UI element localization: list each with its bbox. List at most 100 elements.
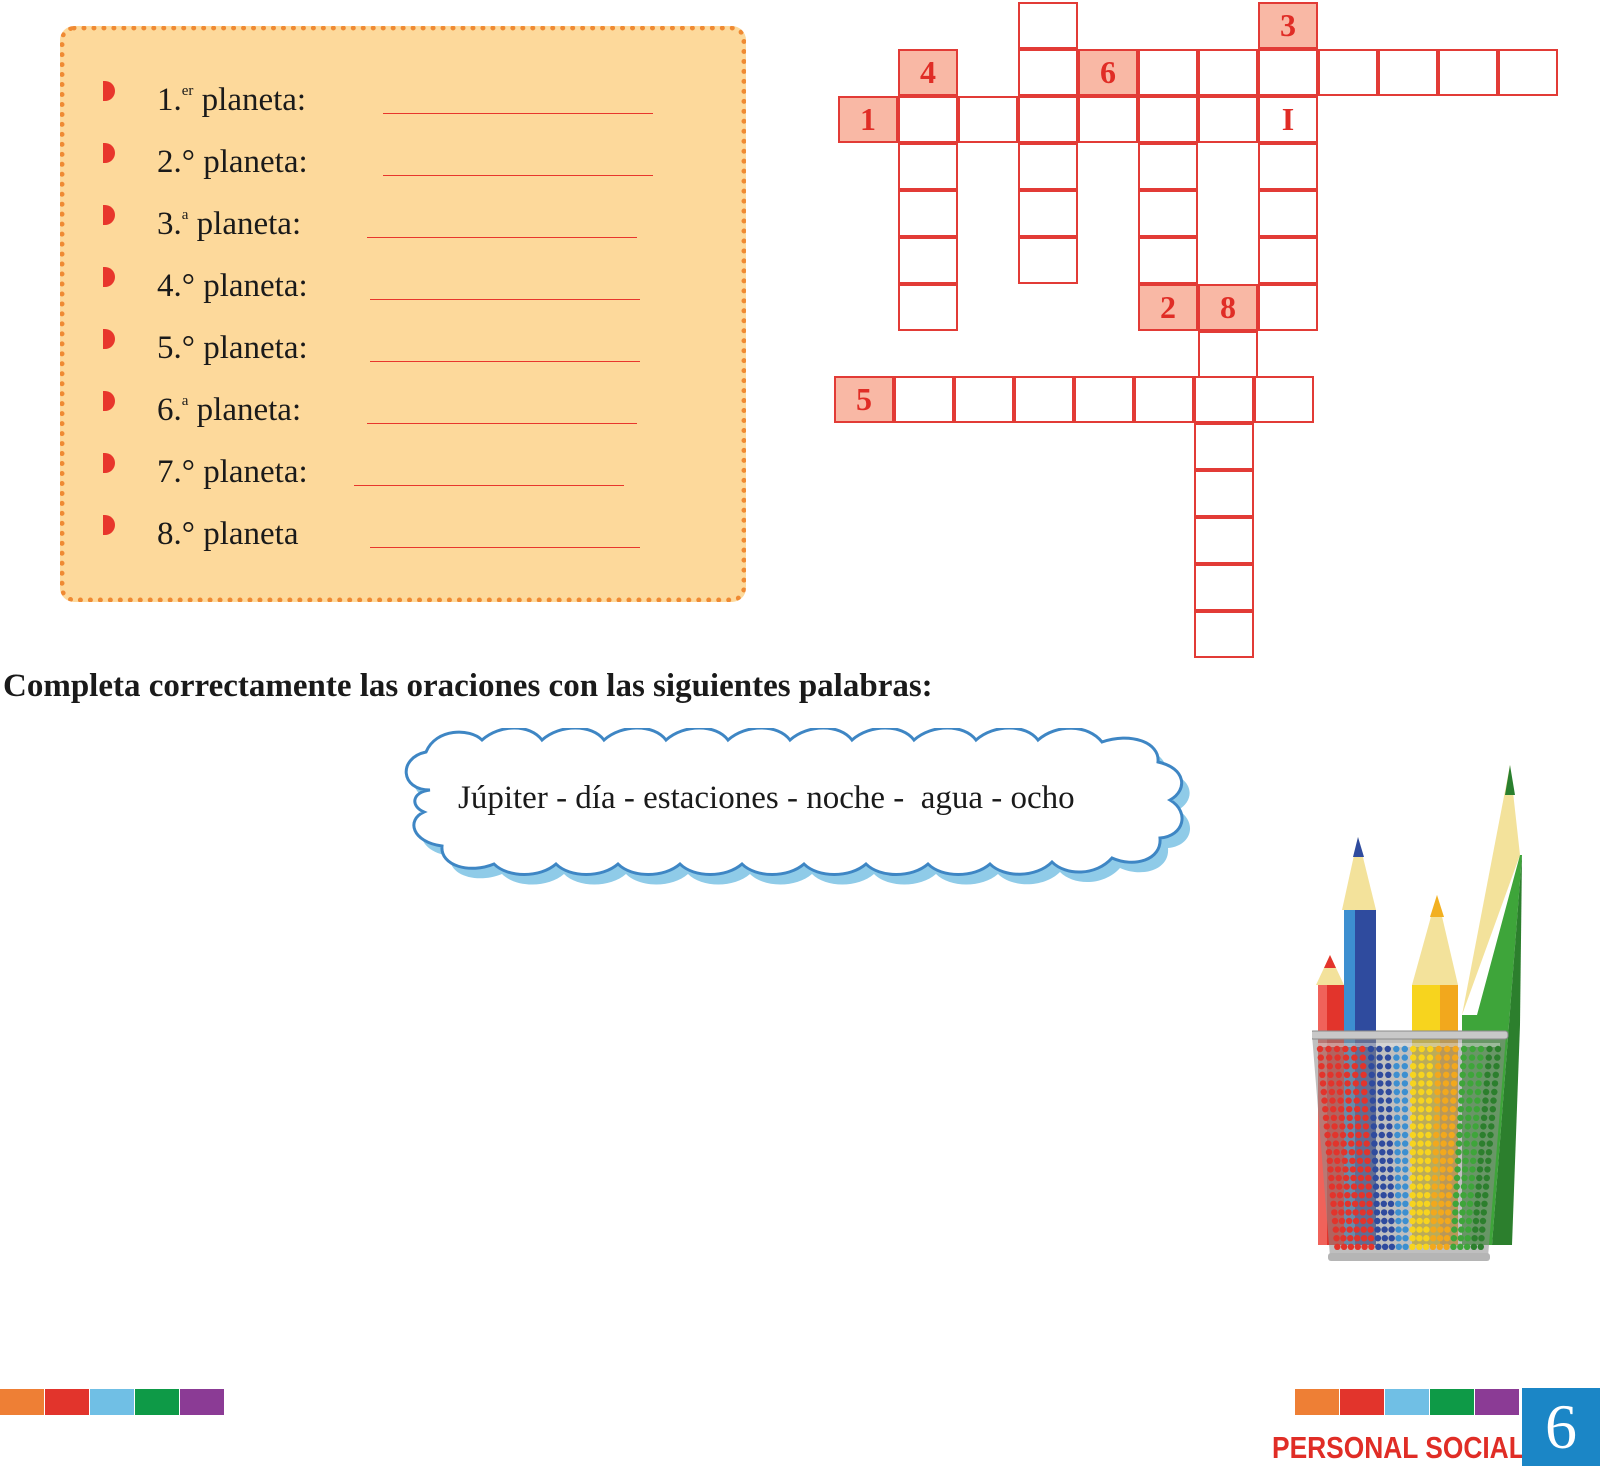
crossword-cell[interactable] <box>898 96 958 143</box>
crossword-cell[interactable] <box>1194 517 1254 564</box>
mesh-dot <box>1378 1140 1386 1147</box>
answer-line[interactable] <box>370 547 640 548</box>
crossword-cell[interactable] <box>1018 143 1078 190</box>
mesh-dot <box>1435 1054 1442 1061</box>
crossword-cell[interactable] <box>1018 96 1078 143</box>
crossword-cell[interactable] <box>1194 423 1254 470</box>
crossword-cell[interactable] <box>1018 237 1078 284</box>
mesh-dot <box>1402 1235 1409 1242</box>
crossword-cell[interactable] <box>1198 96 1258 143</box>
mesh-dot <box>1372 1166 1379 1173</box>
crossword-cell[interactable] <box>898 284 958 331</box>
crossword-cell[interactable] <box>1194 611 1254 658</box>
crossword-cell[interactable] <box>1078 96 1138 143</box>
clue-number-cell[interactable]: 6 <box>1078 49 1138 96</box>
crossword-cell[interactable] <box>1194 564 1254 611</box>
mesh-dot <box>1386 1114 1393 1121</box>
crossword-cell[interactable] <box>1198 331 1258 378</box>
mesh-dot <box>1452 1209 1459 1216</box>
mesh-dot <box>1377 1080 1384 1087</box>
page-number: 6 <box>1522 1388 1600 1466</box>
crossword-cell[interactable] <box>1258 143 1318 190</box>
mesh-dot <box>1387 1192 1394 1199</box>
crossword-cell[interactable] <box>1138 190 1198 237</box>
mesh-dot <box>1429 1243 1437 1250</box>
mesh-dot <box>1317 1054 1324 1061</box>
crossword-cell[interactable] <box>1198 49 1258 96</box>
crossword-cell[interactable] <box>898 143 958 190</box>
clue-number-cell[interactable]: 5 <box>834 376 894 423</box>
answer-line[interactable] <box>370 299 640 300</box>
mesh-dot <box>1481 1200 1488 1207</box>
clue-number-cell[interactable]: 1 <box>838 96 898 143</box>
mesh-dot <box>1393 1054 1400 1061</box>
mesh-dot <box>1443 1054 1450 1061</box>
crossword-cell[interactable] <box>1258 284 1318 331</box>
crossword-cell[interactable] <box>958 96 1018 143</box>
answer-line[interactable] <box>354 485 624 486</box>
mesh-dot <box>1478 1149 1485 1156</box>
mesh-dot <box>1435 1045 1442 1053</box>
crossword-cell[interactable] <box>1378 49 1438 96</box>
crossword-cell[interactable] <box>1134 376 1194 423</box>
mesh-dot <box>1422 1243 1430 1250</box>
crossword-cell[interactable] <box>1318 49 1378 96</box>
clue-number-cell[interactable]: 2 <box>1138 284 1198 331</box>
crossword-cell[interactable] <box>1254 376 1314 423</box>
mesh-dot <box>1435 1063 1442 1070</box>
mesh-dot <box>1379 1174 1387 1182</box>
crossword-cell[interactable] <box>1194 376 1254 423</box>
mesh-dot <box>1485 1054 1492 1061</box>
mesh-dot <box>1482 1097 1489 1104</box>
crossword-cell[interactable] <box>1438 49 1498 96</box>
crossword-cell[interactable] <box>1138 237 1198 284</box>
mesh-dot <box>1417 1114 1425 1121</box>
mesh-dot <box>1336 1080 1343 1087</box>
mesh-dot <box>1368 1063 1375 1070</box>
crossword-cell[interactable] <box>898 237 958 284</box>
crossword-cell[interactable] <box>898 190 958 237</box>
mesh-dot <box>1364 1157 1371 1164</box>
mesh-dot <box>1321 1097 1328 1104</box>
mesh-dot <box>1441 1123 1448 1130</box>
crossword-cell[interactable] <box>954 376 1014 423</box>
crossword-cell[interactable] <box>1138 143 1198 190</box>
answer-line[interactable] <box>367 237 637 238</box>
crossword-cell[interactable] <box>1014 376 1074 423</box>
crossword-cell[interactable] <box>1194 470 1254 517</box>
mesh-dot <box>1492 1071 1499 1078</box>
mesh-dot <box>1394 1174 1402 1182</box>
answer-line[interactable] <box>367 423 637 424</box>
crossword-cell[interactable] <box>1258 237 1318 284</box>
mesh-dot <box>1402 1209 1409 1216</box>
mesh-dot <box>1417 1097 1425 1104</box>
answer-line[interactable] <box>383 175 653 176</box>
crossword-cell[interactable] <box>1138 49 1198 96</box>
mesh-dot <box>1466 1200 1474 1207</box>
mesh-dot <box>1336 1192 1344 1199</box>
mesh-dot <box>1442 1080 1450 1087</box>
mesh-dot <box>1402 1217 1409 1225</box>
answer-line[interactable] <box>383 113 653 114</box>
crossword-cell[interactable] <box>1018 2 1078 49</box>
mesh-dot <box>1476 1174 1483 1182</box>
crossword-cell[interactable] <box>1258 49 1318 96</box>
mesh-dot <box>1424 1174 1431 1182</box>
given-letter-cell[interactable]: I <box>1258 96 1318 143</box>
crossword-cell[interactable] <box>1074 376 1134 423</box>
crossword-cell[interactable] <box>1258 190 1318 237</box>
clue-number-cell[interactable]: 4 <box>898 49 958 96</box>
crossword-cell[interactable] <box>1018 190 1078 237</box>
clue-number-cell[interactable]: 3 <box>1258 2 1318 49</box>
mesh-dot <box>1372 1174 1379 1182</box>
mesh-dot <box>1378 1123 1385 1130</box>
mesh-dot <box>1394 1123 1401 1130</box>
crossword-cell[interactable] <box>1138 96 1198 143</box>
clue-number-cell[interactable]: 8 <box>1198 284 1258 331</box>
crossword-cell[interactable] <box>894 376 954 423</box>
strip-block <box>1340 1389 1384 1415</box>
crossword-cell[interactable] <box>1018 49 1078 96</box>
crossword-cell[interactable] <box>1498 49 1558 96</box>
answer-line[interactable] <box>370 361 640 362</box>
mesh-dot <box>1328 1174 1335 1182</box>
